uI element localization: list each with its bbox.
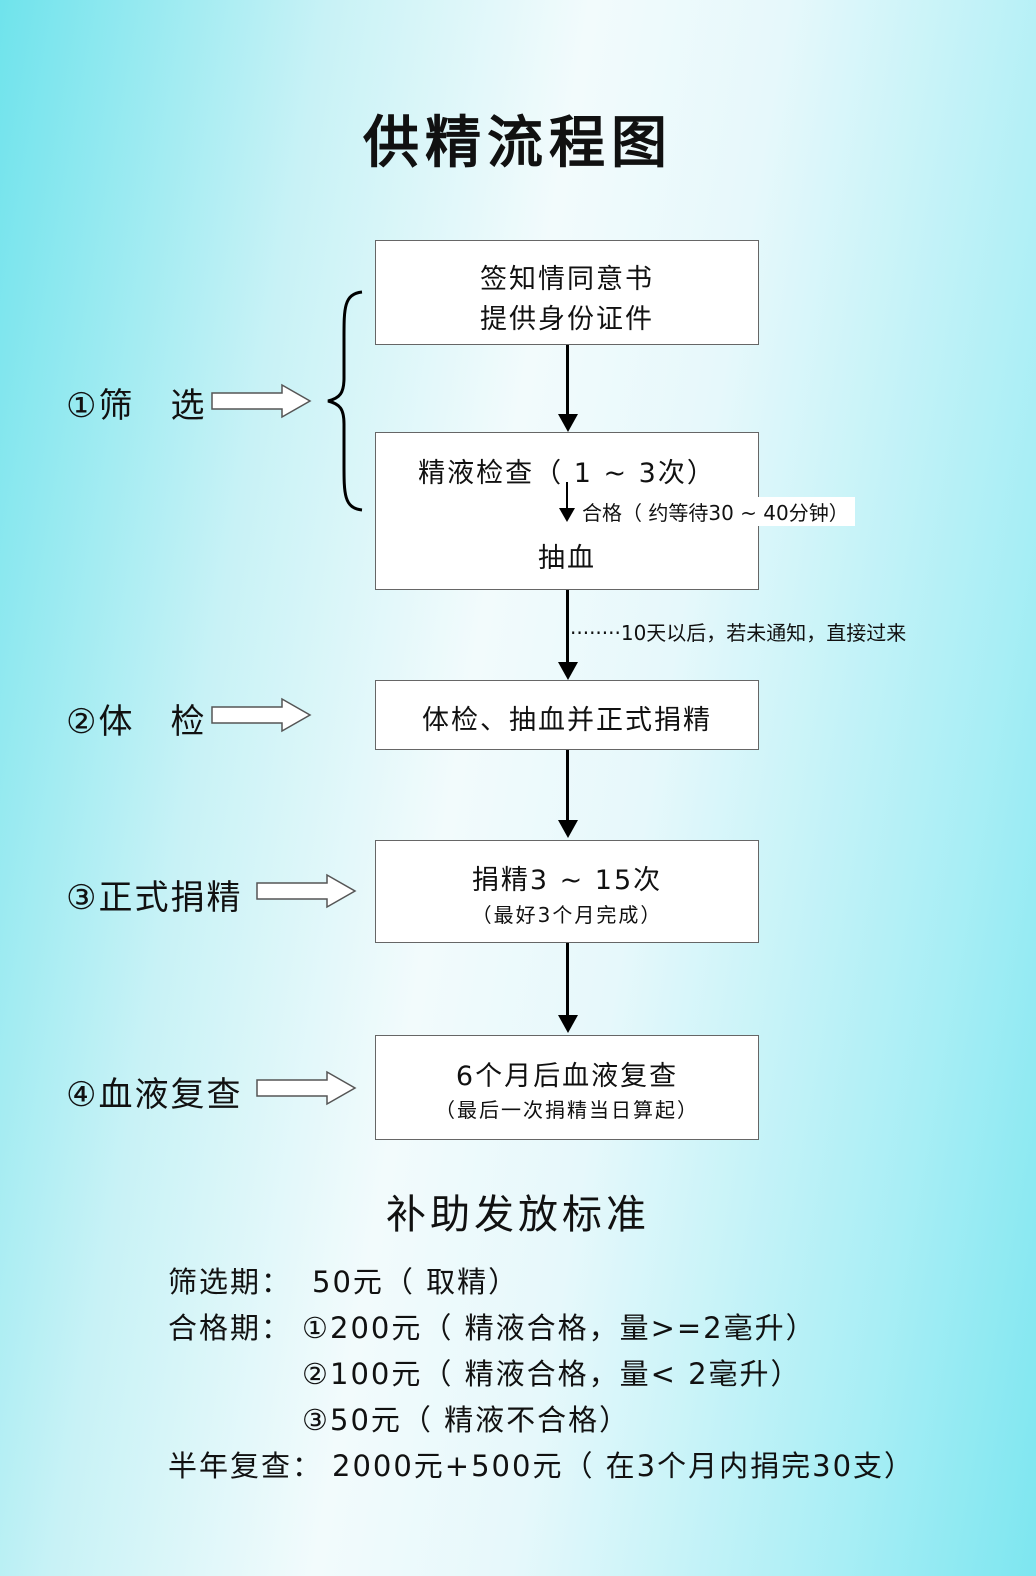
donate-line1: 捐精3 ~ 15次 bbox=[471, 865, 663, 896]
subsidy-label: 半年复查： bbox=[168, 1449, 324, 1483]
consent-box: 签知情同意书 提供身份证件 bbox=[375, 240, 759, 345]
pass-note: 合格（ 约等待30 ~ 40分钟） bbox=[582, 497, 855, 526]
donate-line2: （最好3个月完成） bbox=[471, 903, 663, 927]
subsidy-label: 筛选期： bbox=[168, 1265, 293, 1299]
pass-arrow-head bbox=[559, 508, 575, 522]
recheck-line1: 6个月后血液复查 bbox=[455, 1061, 679, 1092]
consent-line1: 签知情同意书 bbox=[480, 264, 654, 295]
stage-screening: ①筛 选 bbox=[66, 386, 207, 426]
hollow-arrow-icon bbox=[256, 1070, 357, 1106]
semen-check-line1: 精液检查（ 1 ~ 3次） bbox=[418, 458, 716, 489]
curly-brace-icon bbox=[327, 290, 363, 512]
subsidy-value: 2000元+500元（ 在3个月内捐完30支） bbox=[332, 1449, 916, 1483]
page-title: 供精流程图 bbox=[363, 111, 673, 176]
stage-exam: ②体 检 bbox=[66, 702, 207, 742]
flow-arrow-head bbox=[558, 1015, 578, 1033]
pass-arrow-line bbox=[566, 482, 568, 510]
stage-donation: ③正式捐精 bbox=[66, 878, 243, 918]
subsidy-label: 合格期： bbox=[168, 1311, 293, 1345]
flow-arrow-head bbox=[558, 414, 578, 432]
hollow-arrow-icon bbox=[211, 697, 312, 733]
recheck-box: 6个月后血液复查 （最后一次捐精当日算起） bbox=[375, 1035, 759, 1140]
exam-line1: 体检、抽血并正式捐精 bbox=[422, 705, 712, 736]
flow-arrow-line bbox=[566, 943, 569, 1015]
subsidy-title: 补助发放标准 bbox=[386, 1192, 650, 1238]
subsidy-value: ③50元（ 精液不合格） bbox=[302, 1403, 631, 1437]
semen-check-line2: 抽血 bbox=[538, 543, 596, 574]
flow-arrow-line bbox=[566, 750, 569, 820]
subsidy-value: ①200元（ 精液合格，量>=2毫升） bbox=[302, 1311, 817, 1345]
hollow-arrow-icon bbox=[211, 383, 312, 419]
exam-box: 体检、抽血并正式捐精 bbox=[375, 680, 759, 750]
flow-arrow-line bbox=[566, 345, 569, 415]
flow-arrow-head bbox=[558, 820, 578, 838]
flow-arrow-line bbox=[566, 590, 569, 662]
hollow-arrow-icon bbox=[256, 873, 357, 909]
wait-note: ········10天以后，若未通知，直接过来 bbox=[570, 621, 907, 645]
subsidy-value: ②100元（ 精液合格，量< 2毫升） bbox=[302, 1357, 802, 1391]
stage-blood-recheck: ④血液复查 bbox=[66, 1075, 243, 1115]
recheck-line2: （最后一次捐精当日算起） bbox=[435, 1098, 699, 1122]
consent-line2: 提供身份证件 bbox=[480, 304, 654, 335]
subsidy-value: 50元（ 取精） bbox=[312, 1265, 520, 1299]
flow-arrow-head bbox=[558, 662, 578, 680]
donate-box: 捐精3 ~ 15次 （最好3个月完成） bbox=[375, 840, 759, 943]
